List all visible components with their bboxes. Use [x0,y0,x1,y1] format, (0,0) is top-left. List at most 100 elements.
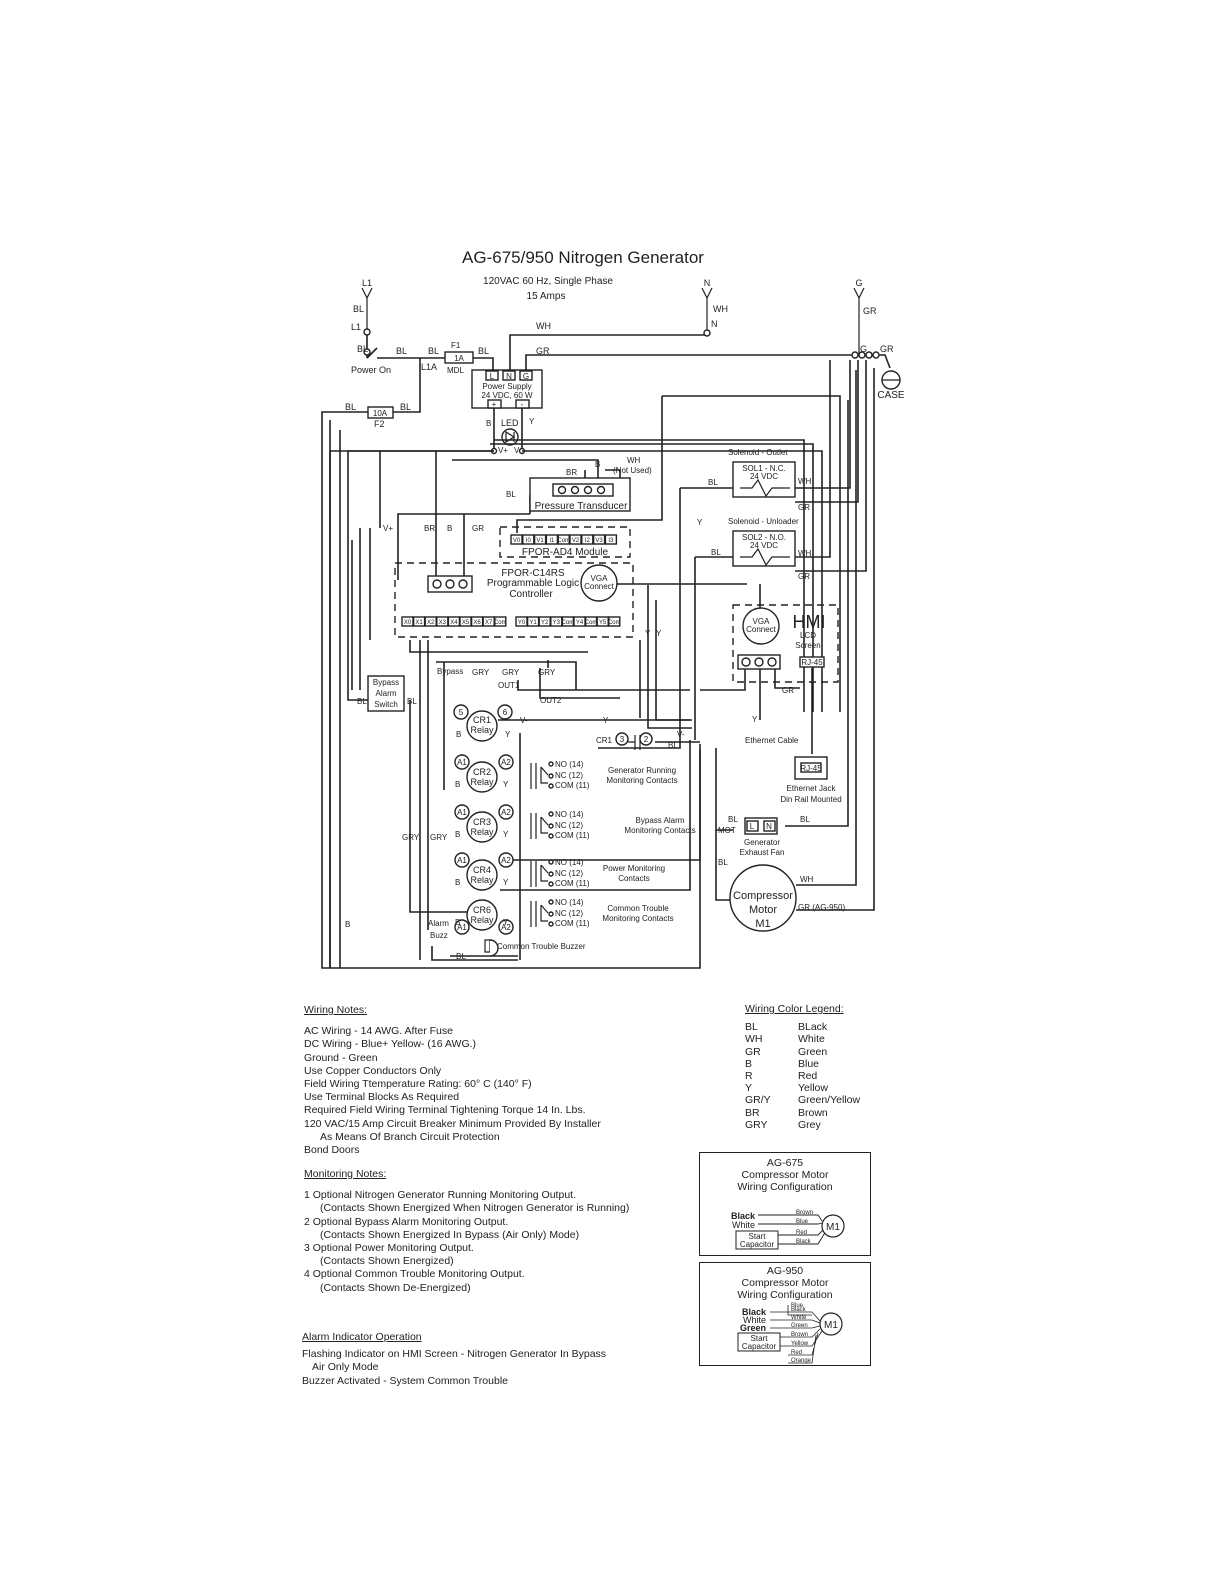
dc-bus-wiring [329,360,875,968]
svg-text:Power Supply: Power Supply [482,382,531,391]
label-y: Y [505,730,511,739]
ag675-config-box: AG-675 Compressor Motor Wiring Configura… [699,1152,871,1256]
ag950-sub2: Wiring Configuration [737,1289,833,1301]
svg-text:24 VDC: 24 VDC [750,472,778,481]
svg-text:Capacitor: Capacitor [740,1240,775,1249]
solenoid-outlet: Solenoid - Outlet SOL1 - N.C. 24 VDC BL … [708,448,812,512]
monitoring-note: (Contacts Shown De-Energized) [320,1281,471,1294]
label-gry: GRY [430,833,448,842]
svg-text:NC (12): NC (12) [555,909,583,918]
svg-text:CR1: CR1 [596,736,613,745]
plc-controller: FPOR-C14RS Programmable Logic Controller [394,562,634,638]
svg-text:NO (14): NO (14) [555,898,584,907]
monitoring-note: 4 Optional Common Trouble Monitoring Out… [304,1268,525,1281]
svg-text:Din Rail Mounted: Din Rail Mounted [780,795,841,804]
vertical-bundle [329,420,341,968]
plc-x-label: Com [494,620,507,626]
plc-x-label: X1 [415,620,423,626]
svg-text:CR4: CR4 [473,865,491,875]
label-bl: BL [718,858,728,867]
label-wh: WH [798,549,812,558]
legend-code: BR [745,1106,760,1119]
svg-text:Black: Black [791,1307,807,1313]
power-on-label: Power On [351,365,391,375]
svg-text:+: + [492,400,497,409]
ag950-config-box: AG-950 Compressor Motor Wiring Configura… [699,1262,871,1366]
label-gry: GRY [402,833,420,842]
svg-text:Green: Green [791,1323,808,1329]
svg-text:SOL1 - N.C.: SOL1 - N.C. [742,464,786,473]
wiring-note: AC Wiring - 14 AWG. After Fuse [304,1025,453,1038]
supply-amps: 15 Amps [527,291,566,302]
label-b: B [486,419,491,428]
label-br: BR [424,524,435,533]
legend-color: Green/Yellow [798,1094,861,1107]
legend-color: BLack [798,1021,828,1034]
svg-text:CR3: CR3 [473,817,491,827]
label-vminus: V- [514,446,522,455]
svg-text:White: White [732,1220,755,1230]
svg-text:F2: F2 [374,419,385,429]
svg-text:FPOR-C14RS: FPOR-C14RS [501,568,565,579]
ad4-terminal [592,534,606,545]
wiring-note: Bond Doors [304,1144,360,1157]
svg-text:Monitoring Contacts: Monitoring Contacts [602,914,673,923]
label-n: N [711,319,718,329]
ad4-terminal-label: V1 [536,538,544,544]
label-bl: BL [400,402,411,412]
legend-code: B [745,1057,753,1070]
svg-text:B: B [455,918,460,927]
svg-text:CR6: CR6 [473,905,491,915]
plc-vga-port: VGA Connect [580,564,618,602]
terminal-l1: L1 [361,278,373,330]
label-gry: GRY [472,668,490,677]
svg-text:Solenoid - Unloader: Solenoid - Unloader [728,517,799,526]
plc-x-label: X0 [404,620,412,626]
plc-y-label: Y4 [576,620,584,626]
label-bl: BL [357,697,367,706]
svg-text:1A: 1A [454,354,464,363]
ad4-terminal-label: I1 [549,538,555,544]
ad4-terminal [510,534,523,545]
ag950-motor-diagram: Black White Green Start Capacitor Blue B… [737,1303,843,1364]
ad4-terminal-label: V3 [595,538,603,544]
plc-y-label: Com [608,620,621,626]
plc-y-label: Com [562,620,575,626]
terminal-g: G [853,278,865,355]
monitoring-note: 2 Optional Bypass Alarm Monitoring Outpu… [304,1215,509,1228]
svg-text:L: L [490,372,495,381]
legend-code: BL [745,1021,758,1034]
svg-text:Solenoid - Outlet: Solenoid - Outlet [728,448,788,457]
svg-text:White: White [743,1315,766,1325]
label-vminus: V- [677,730,685,739]
label-wh: WH [800,875,814,884]
power-supply: L N G Power Supply 24 VDC, 60 W + - [471,369,543,409]
svg-text:Screen: Screen [795,641,820,650]
svg-text:M1: M1 [755,918,770,930]
ad4-terminal [522,534,535,545]
cr2-contacts: NO (14)NC (12)COM (11)Generator RunningM… [530,760,678,790]
svg-text:B: B [455,878,460,887]
plc-y-label: Y1 [529,620,537,626]
svg-text:VGA: VGA [591,574,609,583]
svg-text:NC (12): NC (12) [555,771,583,780]
svg-text:NC (12): NC (12) [555,869,583,878]
buzzer-icon: Common Trouble Buzzer Buzz Alarm BL [428,919,586,961]
wiring-note: Field Wiring Ttemperature Rating: 60° C … [304,1078,532,1091]
label-y: Y [752,715,758,724]
legend-row: BL BLack [745,1021,860,1033]
alarm-note: Air Only Mode [312,1361,379,1374]
label-bl: BL [345,402,356,412]
svg-text:CR1: CR1 [473,715,491,725]
ethernet-cable-label: Ethernet Cable [745,736,799,745]
svg-text:Relay: Relay [470,725,494,735]
ad4-terminal-label: I2 [585,538,591,544]
svg-text:Bypass Alarm: Bypass Alarm [636,816,685,825]
wiring-note: As Means Of Branch Circuit Protection [320,1130,500,1143]
